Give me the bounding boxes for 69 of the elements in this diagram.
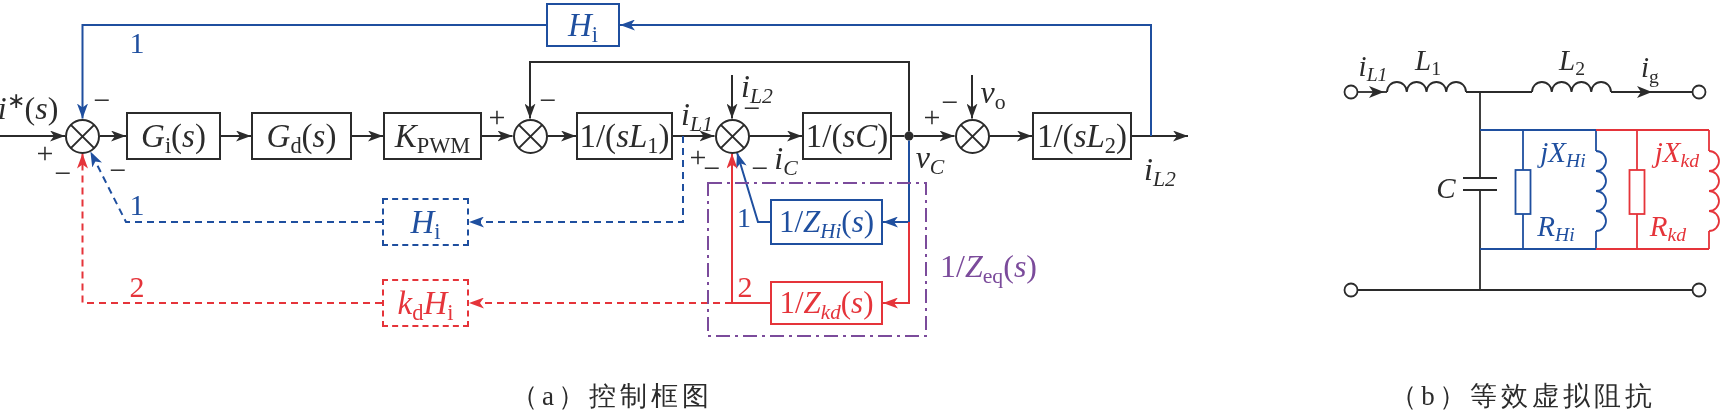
arrow xyxy=(882,221,910,309)
arrow xyxy=(726,74,738,120)
sign-label: − xyxy=(54,155,72,192)
arrow xyxy=(912,130,956,142)
sign-label: − xyxy=(751,150,769,187)
arrow xyxy=(736,151,771,223)
caption: （a）控制框图 xyxy=(511,380,713,414)
connector-line xyxy=(908,139,910,223)
arrow xyxy=(546,130,577,142)
block-box: G$_{i}$(s) xyxy=(126,112,221,160)
arrow xyxy=(89,150,383,223)
sign-label: + xyxy=(923,99,941,136)
summing-junction xyxy=(714,118,750,154)
signal-label: i$_{L1}$ xyxy=(681,95,713,134)
loop-number: 1 xyxy=(129,25,145,62)
arrow xyxy=(468,135,684,228)
arrow xyxy=(468,297,733,309)
arrow xyxy=(619,19,1152,137)
block-box: 1/(sL$_{2}$) xyxy=(1032,112,1132,160)
loop-number: 1 xyxy=(129,187,145,224)
arrow xyxy=(966,74,978,120)
block-box: K$_{PWM}$ xyxy=(383,112,482,160)
component-label: L$_{1}$ xyxy=(1415,42,1441,79)
component-label: L$_{2}$ xyxy=(1559,42,1585,79)
sign-label: − xyxy=(941,84,959,121)
arrow xyxy=(988,130,1033,142)
loop-number: 1 xyxy=(737,200,751,235)
arrow xyxy=(748,130,803,142)
signal-label: i$_{L2}$ xyxy=(1144,150,1176,189)
arrow xyxy=(351,130,384,142)
sign-label: − xyxy=(109,152,127,189)
summing-junction xyxy=(954,118,990,154)
arrow xyxy=(220,130,252,142)
block-box: 1/(sC) xyxy=(802,112,892,160)
block-box: H$_{i}$ xyxy=(382,198,469,246)
arrow xyxy=(481,130,514,142)
loop-number: 2 xyxy=(129,269,145,306)
connector-line xyxy=(672,135,684,137)
arrow xyxy=(682,130,716,142)
block-box: 1/(sL$_{1}$) xyxy=(576,112,673,160)
block-box: 1/Z$_{kd}$(s) xyxy=(770,281,883,325)
summing-junction xyxy=(65,118,100,154)
block-box: 1/Z$_{Hi}$(s) xyxy=(770,199,883,245)
block-box: G$_{d}$(s) xyxy=(251,112,352,160)
block-box: k$_{d}$H$_{i}$ xyxy=(382,279,469,327)
arrow xyxy=(0,130,66,142)
arrow xyxy=(882,216,910,228)
signal-label: i$_{L2}$ xyxy=(741,67,773,106)
signal-label: v$_{o}$ xyxy=(980,73,1006,112)
arrow xyxy=(524,61,910,133)
sign-label: + xyxy=(36,135,54,172)
arrow xyxy=(1150,130,1189,142)
group-label: 1/Z$_{eq}$(s) xyxy=(940,247,1037,291)
sign-label: + xyxy=(488,99,506,136)
signal-label: i$^{∗}$(s) xyxy=(0,88,59,128)
sign-label: − xyxy=(539,82,557,119)
caption: （b）等效虚拟阻抗 xyxy=(1390,380,1656,414)
arrow xyxy=(77,24,547,120)
summing-junction xyxy=(512,118,548,154)
connector-line xyxy=(891,135,906,137)
component-label: i$_{g}$ xyxy=(1641,50,1659,89)
connector-line xyxy=(1131,135,1152,137)
signal-label: i$_{C}$ xyxy=(774,139,798,178)
block-box: H$_{i}$ xyxy=(546,3,620,47)
sign-label: − xyxy=(93,82,111,119)
arrow xyxy=(77,152,383,304)
signal-label: v$_{C}$ xyxy=(915,138,945,177)
component-label: i$_{L1}$ xyxy=(1358,48,1388,85)
arrow xyxy=(99,130,127,142)
